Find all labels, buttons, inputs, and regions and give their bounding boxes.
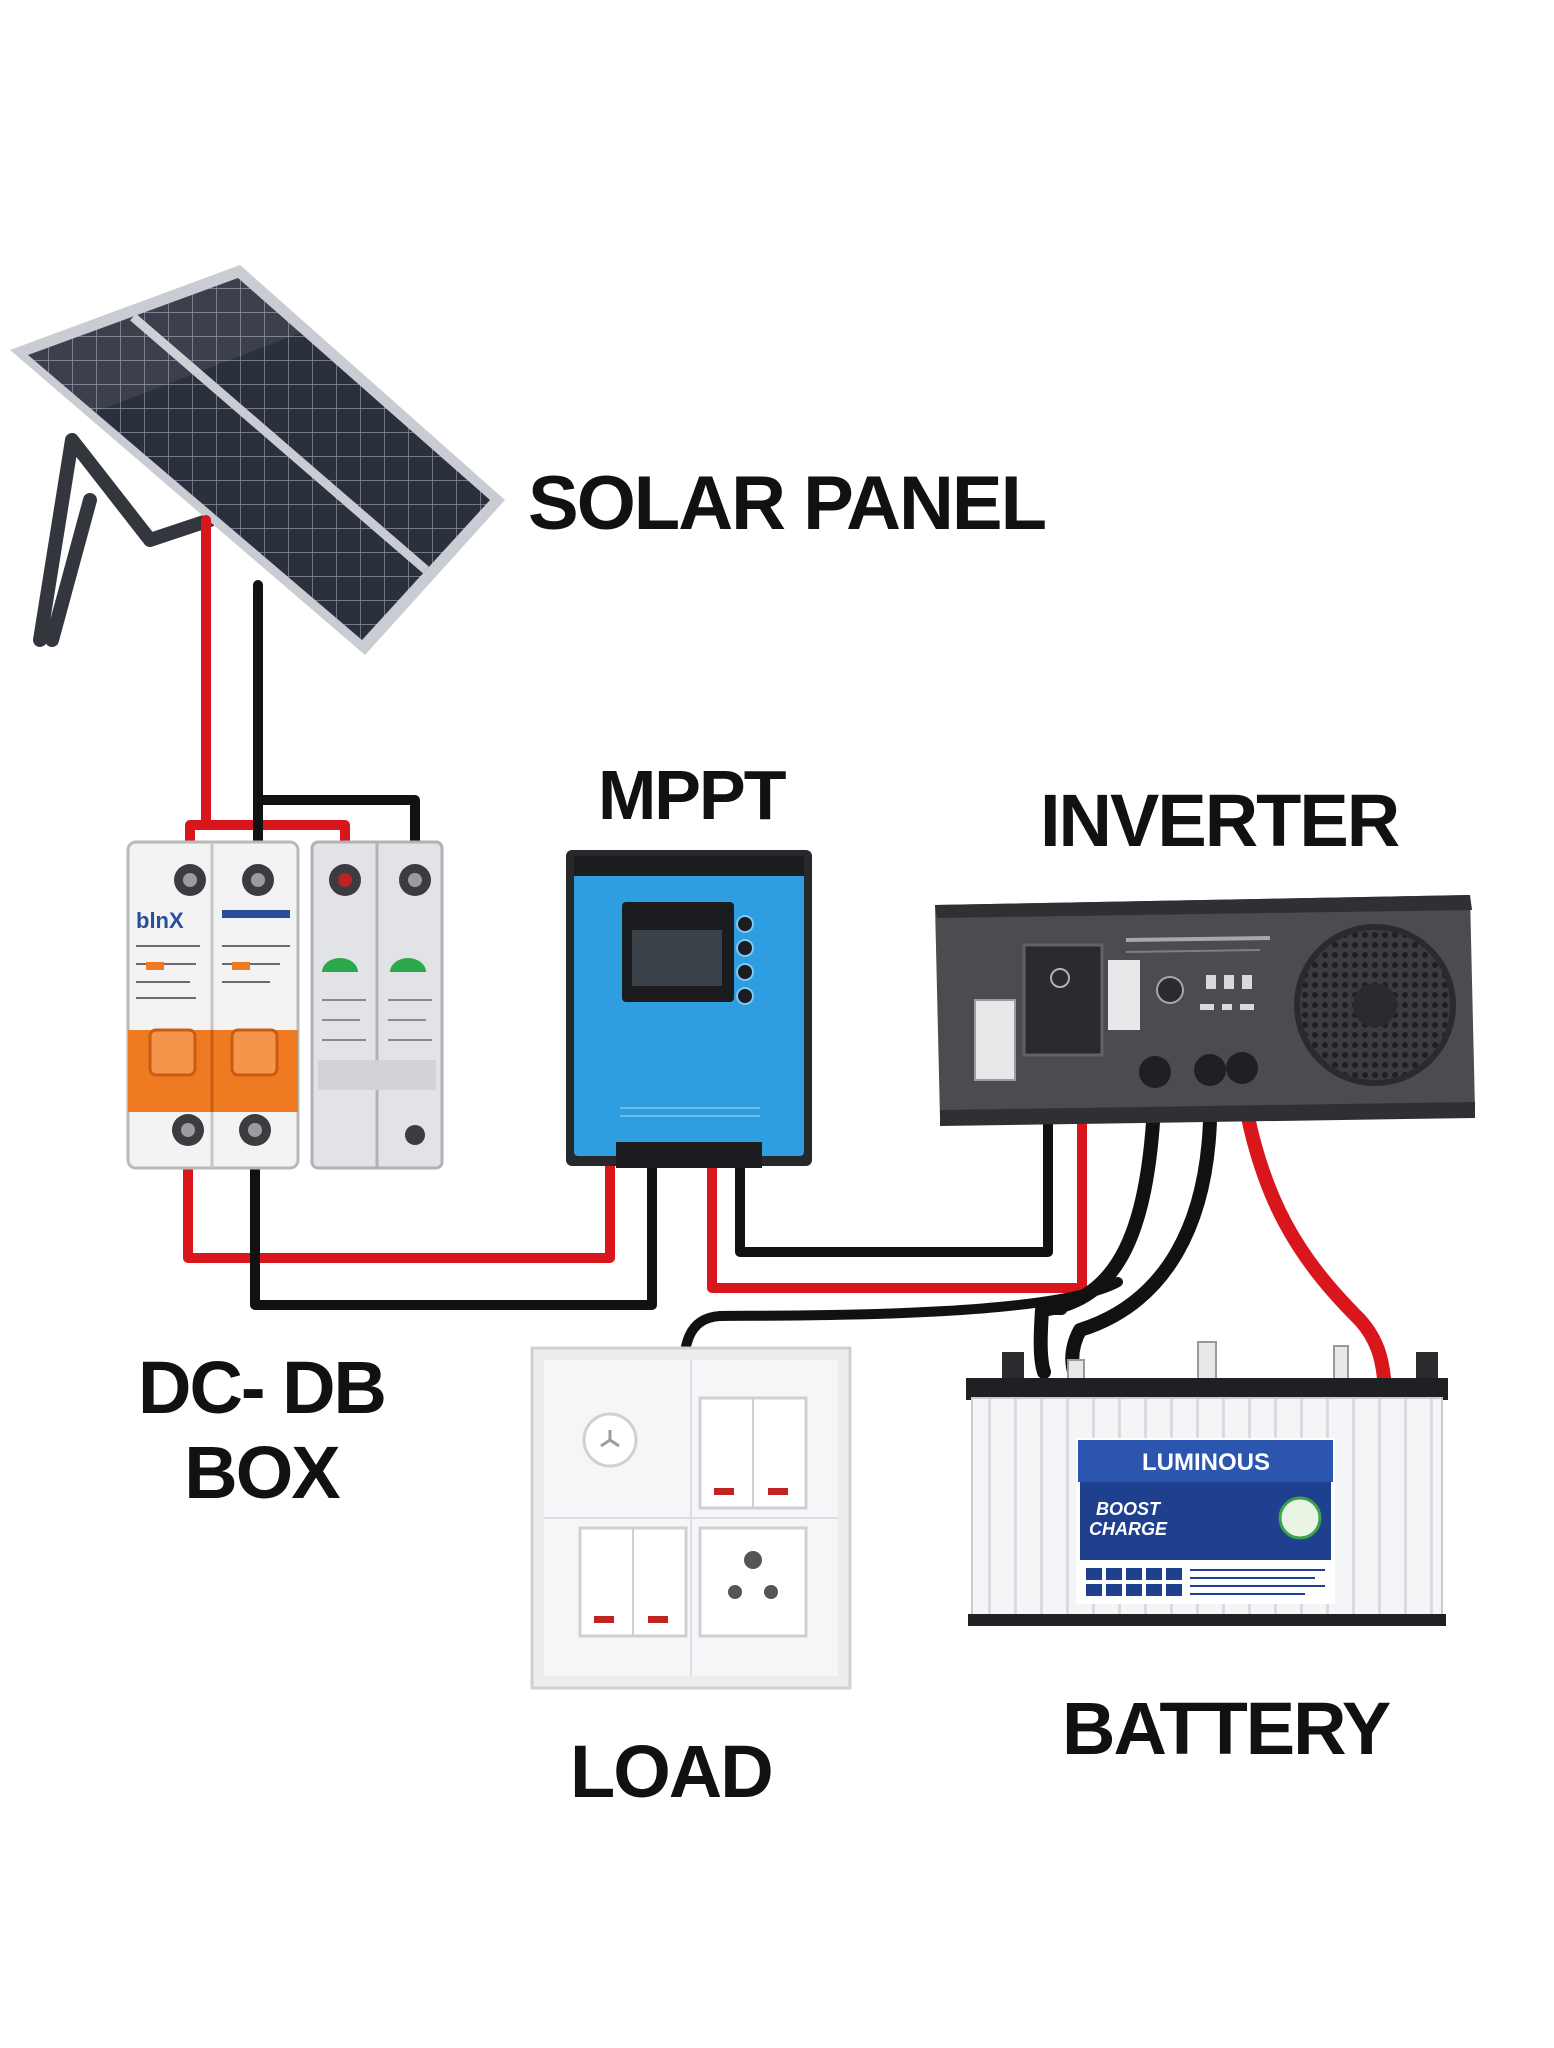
wires (183, 515, 1391, 1405)
dc-db-label-line1: DC- DB (138, 1346, 387, 1429)
inverter-load-wire (678, 1277, 1123, 1405)
inverter-battery-negative-wire-b (1065, 1078, 1218, 1382)
dc-db-box-label: DC- DB BOX (138, 1345, 387, 1515)
mppt-controller (566, 850, 812, 1168)
inverter-battery-positive-wire (1235, 1078, 1391, 1385)
mppt-label: MPPT (598, 756, 786, 834)
breaker-brand-text: blnX (136, 908, 184, 933)
battery-model-line2: CHARGE (1089, 1519, 1168, 1539)
mppt-inverter-negative-wire (735, 1000, 1053, 1257)
solar-panel-label: SOLAR PANEL (528, 461, 1047, 546)
battery-label: BATTERY (1062, 1687, 1391, 1770)
battery-model-line1: BOOST (1096, 1499, 1162, 1519)
dcdb-mppt-positive-wire (183, 1125, 615, 1263)
dc-db-box: blnX (126, 840, 444, 1170)
solar-panel (10, 265, 505, 655)
dc-db-label-line2: BOX (184, 1431, 340, 1515)
battery-brand-text: LUMINOUS (1142, 1449, 1270, 1476)
load-switchboard (530, 1346, 852, 1690)
inverter (935, 895, 1475, 1126)
mppt-inverter-positive-wire (707, 1000, 1087, 1293)
load-label: LOAD (570, 1730, 774, 1813)
inverter-label: INVERTER (1040, 779, 1400, 862)
dcdb-mppt-negative-wire (250, 1125, 657, 1310)
battery: LUMINOUS BOOST CHARGE (966, 1341, 1448, 1626)
